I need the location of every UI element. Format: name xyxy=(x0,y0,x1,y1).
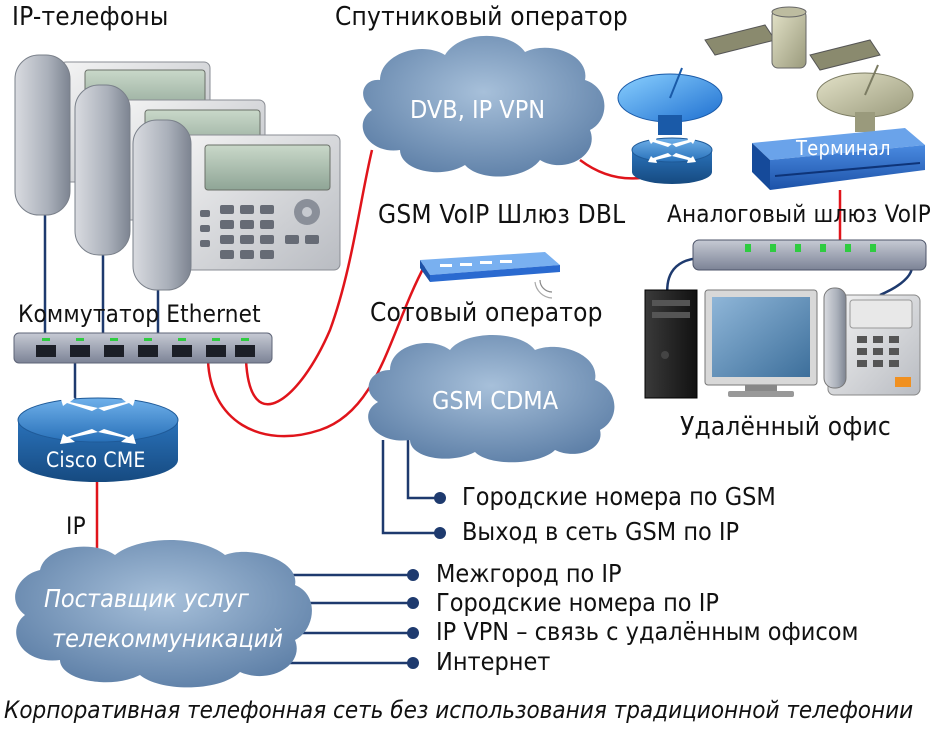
switch-satellite-cable xyxy=(244,149,374,406)
switch-gsm-cable xyxy=(206,264,427,438)
switch-ports xyxy=(36,345,255,357)
satellite-cloud-label: DVB, IP VPN xyxy=(410,95,546,124)
bullet-dot xyxy=(407,657,419,669)
router-label: Cisco CME xyxy=(46,448,146,472)
switch-leds xyxy=(42,338,249,341)
remote-office-label: Удалённый офис xyxy=(680,412,891,442)
ip-phone-front xyxy=(132,119,341,291)
terminal-dish-icon xyxy=(816,64,914,132)
gsm-service-item: Выход в сеть GSM по IP xyxy=(462,517,740,546)
satellite-icon xyxy=(704,6,881,71)
bullet-dot xyxy=(407,627,419,639)
analog-gateway-label: Аналоговый шлюз VoIP xyxy=(667,200,931,228)
gsm-service-item: Городские номера по GSM xyxy=(462,482,776,511)
cellular-operator-label: Сотовый оператор xyxy=(370,298,603,328)
terminal-label: Терминал xyxy=(796,136,891,160)
keypad xyxy=(200,199,320,259)
gsm-service-line-2 xyxy=(381,440,440,535)
wires xyxy=(43,149,913,669)
router-arrows xyxy=(60,396,136,444)
computer-icon xyxy=(644,289,698,399)
analog-gateway-icon xyxy=(692,239,927,271)
gsm-cloud-label: GSM CDMA xyxy=(432,386,559,415)
ip-link-label: IP xyxy=(66,512,86,540)
bullet-dot xyxy=(434,527,446,539)
desk-phone-icon xyxy=(823,287,921,396)
satellite-dish-icon xyxy=(617,67,723,184)
ethernet-switch xyxy=(13,332,273,364)
provider-service-item: IP VPN – связь с удалённым офисом xyxy=(436,617,859,646)
switch-label: Коммутатор Ethernet xyxy=(18,300,261,328)
provider-cloud xyxy=(15,540,312,688)
satellite-cloud xyxy=(362,35,605,177)
provider-service-item: Городские номера по IP xyxy=(436,588,719,617)
diagram-caption: Корпоративная телефонная сеть без исполь… xyxy=(4,696,914,724)
monitor-icon xyxy=(704,289,818,397)
ip-phone-icon xyxy=(14,54,341,291)
gsm-gateway-label: GSM VoIP Шлюз DBL xyxy=(378,200,626,230)
provider-service-item: Межгород по IP xyxy=(436,559,622,588)
bullet-dot xyxy=(407,569,419,581)
bullet-dot xyxy=(407,597,419,609)
satellite-operator-label: Спутниковый оператор xyxy=(335,2,628,32)
router-icon xyxy=(17,396,179,482)
ip-phones-label: IP-телефоны xyxy=(12,2,169,32)
satellite-router-cable xyxy=(579,158,641,180)
gateway-icon xyxy=(420,252,560,299)
bullet-dot xyxy=(434,492,446,504)
terminal-icon xyxy=(752,128,925,190)
gsm-service-line-1 xyxy=(406,440,440,500)
provider-service-item: Интернет xyxy=(436,647,551,676)
provider-cloud-line1: Поставщик услуг xyxy=(44,584,249,613)
gsm-cloud xyxy=(368,335,615,463)
provider-cloud-line2: телекоммуникаций xyxy=(52,624,283,653)
